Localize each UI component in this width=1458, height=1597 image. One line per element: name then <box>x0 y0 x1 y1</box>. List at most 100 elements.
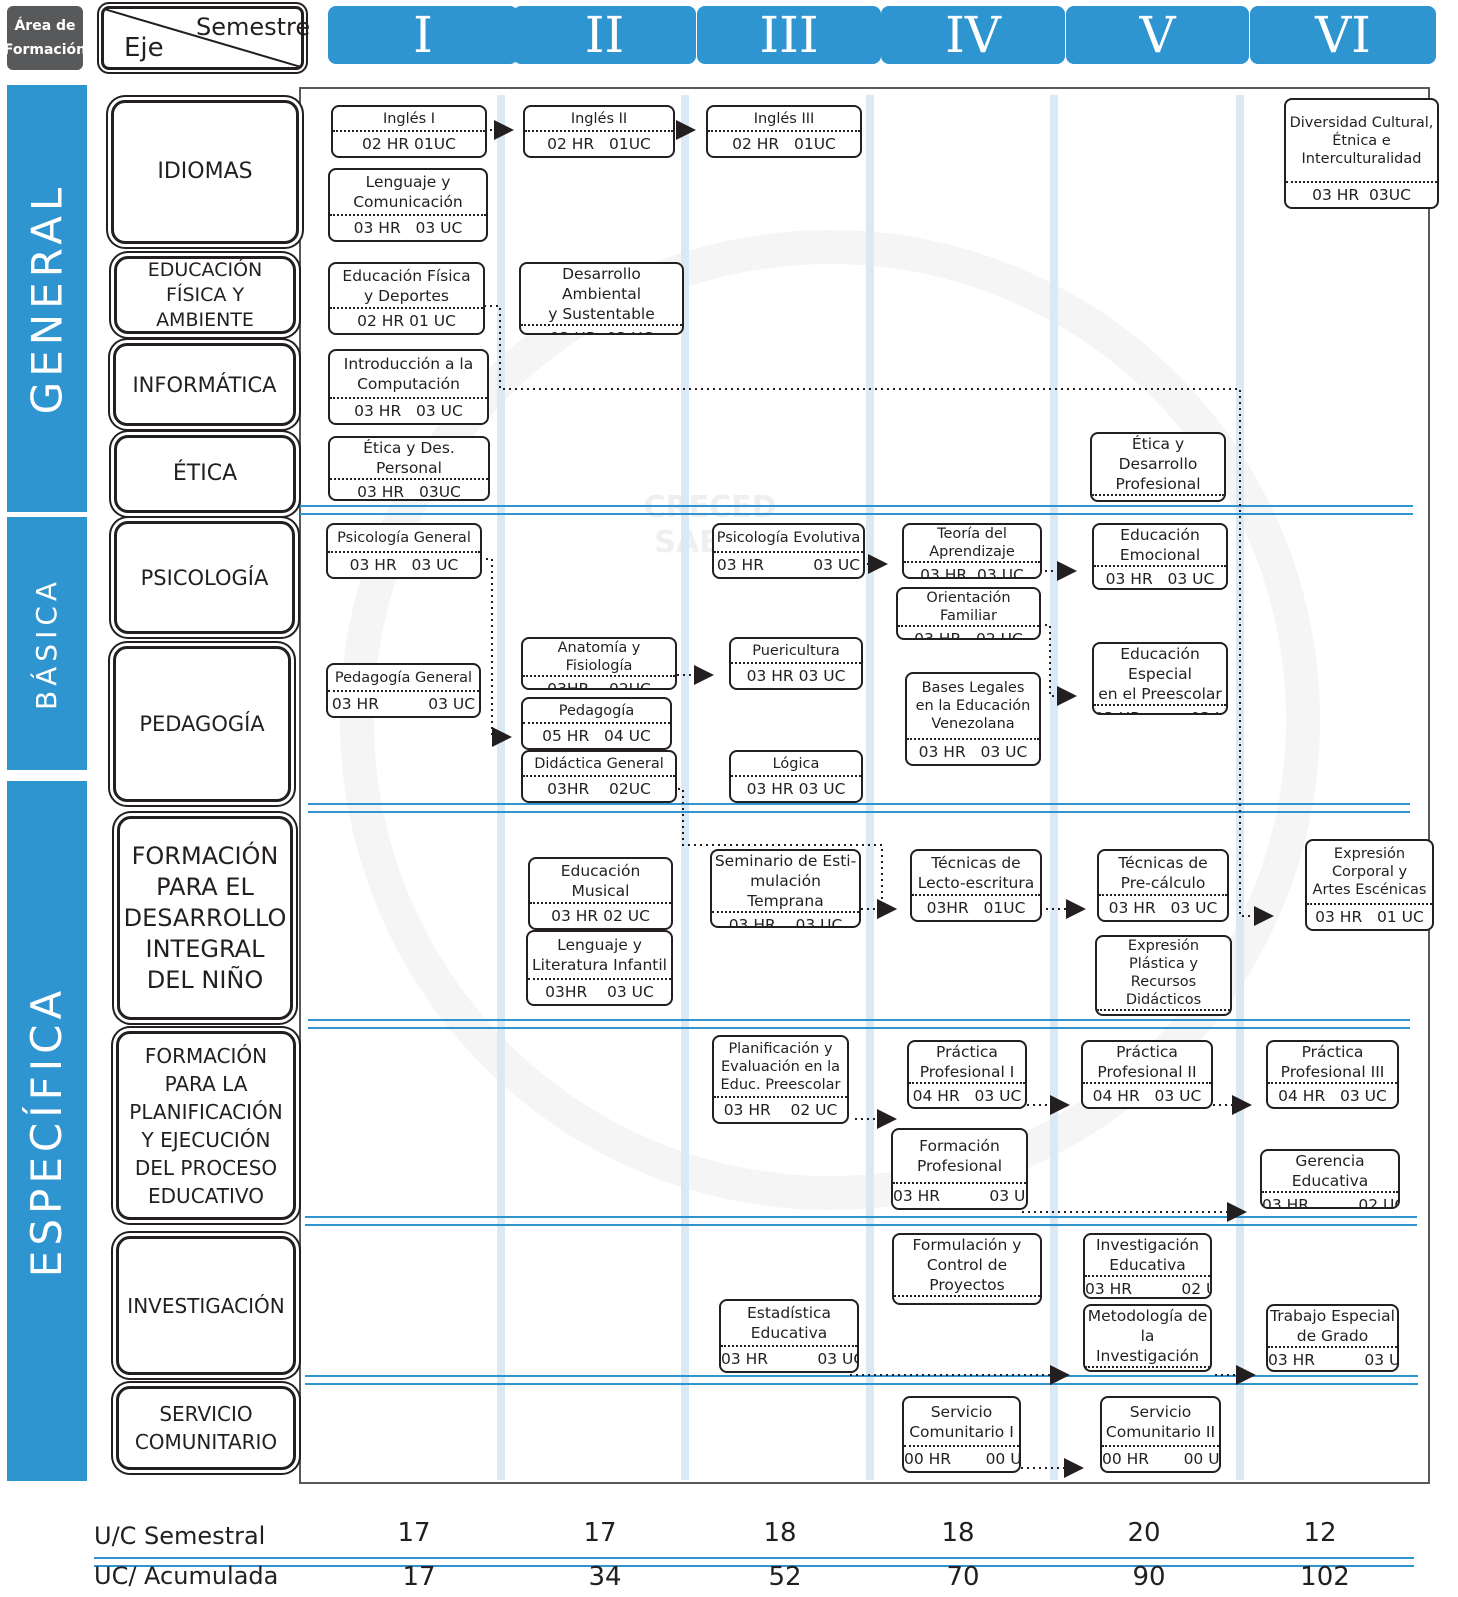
course-educacion-musical-hours: 03 HR 02 UC <box>530 902 671 928</box>
course-anatomia-y-fisiologia-hours: 03HR 02UC <box>523 675 675 688</box>
course-tecnicas-de-pre-calculo-hours: 03 HR 03 UC <box>1099 894 1227 920</box>
course-psicologia-general-hours: 03 HR 03 UC <box>328 551 480 577</box>
axis-servicio-comunitario-label: SERVICIO COMUNITARIO <box>134 1402 278 1454</box>
course-desarrollo-ambiental-y-sustentable: Desarrollo Ambiental y Sustentable03 HR … <box>519 262 684 335</box>
course-servicio-comunitario-i-hours: 00 HR 00 UC <box>904 1445 1019 1471</box>
uc-acumulada-5: 90 <box>1132 1562 1166 1592</box>
course-introduccion-a-la-computacion-hours: 03 HR 03 UC <box>330 397 487 423</box>
course-bases-legales-en-la-educacion-venezolana-name: Bases Legales en la Educación Venezolana <box>915 680 1031 732</box>
area-especifica: ESPECÍFICA <box>7 781 87 1481</box>
course-bases-legales-en-la-educacion-venezolana-hours: 03 HR 03 UC <box>907 738 1039 764</box>
course-bases-legales-en-la-educacion-venezolana: Bases Legales en la Educación Venezolana… <box>905 672 1041 766</box>
uc-semestral-2: 17 <box>583 1518 617 1548</box>
course-puericultura-hours: 03 HR 03 UC <box>731 662 861 688</box>
course-etica-y-desarrollo-profesional-name: Ética y Desarrollo Profesional <box>1115 435 1201 493</box>
course-psicologia-general-name: Psicología General <box>337 530 471 546</box>
course-orientacion-familiar-hours: 03 HR 02 UC <box>898 625 1039 638</box>
course-educacion-emocional-name: Educación Emocional <box>1119 526 1201 564</box>
course-diversidad-cultural-etnica-e-interculturalidad-hours: 03 HR 03UC <box>1286 181 1437 207</box>
course-educacion-especial-en-el-preescolar-hours: 03 HR 03 UC <box>1094 704 1226 713</box>
course-ingles-ii-hours: 02 HR 01UC <box>525 130 673 156</box>
course-orientacion-familiar-name: Orientación Familiar <box>926 590 1011 624</box>
course-ingles-i-hours: 02 HR 01UC <box>333 130 485 156</box>
uc-semestral-6: 12 <box>1303 1518 1337 1548</box>
course-formacion-profesional: Formación Profesional 03 HR 03 UC <box>891 1128 1028 1210</box>
course-servicio-comunitario-i: Servicio Comunitario I 00 HR 00 UC <box>902 1396 1021 1473</box>
course-formacion-profesional-hours: 03 HR 03 UC <box>893 1182 1026 1208</box>
uc-acumulada-4: 70 <box>946 1562 980 1592</box>
axis-psicologia-label: PSICOLOGÍA <box>140 565 269 590</box>
uc-acumulada-2: 34 <box>588 1562 622 1592</box>
divider-pedagogia-formacion <box>308 803 1410 813</box>
course-anatomia-y-fisiologia-name: Anatomía y Fisiología <box>557 640 641 674</box>
course-pedagogia-general-name: Pedagogía General <box>334 669 473 686</box>
semester-3-header: III <box>697 6 881 64</box>
axis-informatica: INFORMÁTICA <box>113 343 296 426</box>
course-ingles-i: Inglés I 02 HR 01UC <box>331 105 487 158</box>
course-etica-y-des-personal-hours: 03 HR 03UC <box>330 478 488 499</box>
course-psicologia-evolutiva-name: Psicología Evolutiva <box>716 530 861 546</box>
uc-semestral-5: 20 <box>1127 1518 1161 1548</box>
course-ingles-iii-name: Inglés III <box>753 110 815 127</box>
course-teoria-del-aprendizaje-hours: 03 HR 03 UC <box>904 561 1040 577</box>
course-logica-hours: 03 HR 03 UC <box>731 775 861 801</box>
uc-acumulada-1: 17 <box>402 1562 436 1592</box>
course-investigacion-educativa-name: Investigación Educativa <box>1095 1236 1200 1274</box>
course-servicio-comunitario-ii-name: Servicio Comunitario II <box>1105 1402 1216 1441</box>
course-ingles-i-name: Inglés I <box>382 110 436 127</box>
column-line-3 <box>866 95 874 1480</box>
course-lenguaje-y-literatura-infantil-hours: 03HR 03 UC <box>528 978 671 1004</box>
course-etica-y-des-personal-name: Ética y Des. Personal <box>363 439 455 477</box>
semester-5-header: V <box>1066 6 1249 64</box>
course-pedagogia-hours: 05 HR 04 UC <box>523 722 670 748</box>
course-ingles-iii-hours: 02 HR 01UC <box>708 130 860 156</box>
course-psicologia-evolutiva-hours: 03 HR 03 UC <box>714 551 863 577</box>
course-practica-profesional-iii-name: Práctica Profesional III <box>1280 1043 1385 1081</box>
divider-planificacion-investigacion <box>305 1216 1417 1226</box>
course-tecnicas-de-lecto-escritura-name: Técnicas de Lecto-escritura <box>917 853 1035 892</box>
course-pedagogia-name: Pedagogía <box>558 702 635 719</box>
course-planificacion-y-evaluacion-en-la-educ-preescolar-hours: 03 HR 02 UC <box>714 1096 847 1122</box>
course-expresion-plastica-y-recursos-didacticos-name: Expresión Plástica y Recursos Didácticos <box>1125 938 1202 1008</box>
course-logica: Lógica 03 HR 03 UC <box>729 750 863 803</box>
divider-investigacion-servicio <box>305 1375 1418 1385</box>
axis-planificacion-label: FORMACIÓN PARA LA PLANIFICACIÓN Y EJECUC… <box>129 1043 283 1208</box>
course-formacion-profesional-name: Formación Profesional <box>916 1137 1003 1175</box>
axis-pedagogia-label: PEDAGOGÍA <box>139 712 265 736</box>
course-servicio-comunitario-i-name: Servicio Comunitario I <box>909 1402 1014 1441</box>
course-investigacion-educativa-hours: 03 HR 02 UC <box>1085 1275 1210 1297</box>
area-general: GENERAL <box>7 85 87 512</box>
uc-acumulada-6: 102 <box>1300 1562 1350 1592</box>
course-practica-profesional-ii-hours: 04 HR 03 UC <box>1083 1082 1211 1107</box>
course-metodologia-de-la-investigacion-hours: 03 HR 03 UC <box>1085 1366 1210 1370</box>
course-diversidad-cultural-etnica-e-interculturalidad-name: Diversidad Cultural, Étnica e Intercultu… <box>1289 114 1434 167</box>
course-didactica-general-name: Didáctica General <box>534 755 664 772</box>
axis-semester-header: Eje Semestre <box>101 6 310 70</box>
area-header-label: Área de Formación <box>3 18 87 58</box>
course-estadistica-educativa-hours: 03 HR 03 UC <box>721 1345 857 1371</box>
course-teoria-del-aprendizaje-name: Teoría del Aprendizaje <box>929 526 1015 560</box>
course-diversidad-cultural-etnica-e-interculturalidad: Diversidad Cultural, Étnica e Intercultu… <box>1284 98 1439 209</box>
course-gerencia-educativa-hours: 03 HR 02 UC <box>1262 1191 1398 1207</box>
course-puericultura-name: Puericultura <box>752 642 840 659</box>
course-seminario-de-esti-mulacion-temprana-hours: 03 HR 03 UC <box>712 911 859 926</box>
course-planificacion-y-evaluacion-en-la-educ-preescolar: Planificación y Evaluación en la Educ. P… <box>712 1035 849 1124</box>
course-logica-name: Lógica <box>772 755 820 772</box>
uc-semestral-3: 18 <box>763 1518 797 1548</box>
course-practica-profesional-i-hours: 04 HR 03 UC <box>909 1082 1025 1107</box>
uc-semestral-label: U/C Semestral <box>94 1522 266 1550</box>
